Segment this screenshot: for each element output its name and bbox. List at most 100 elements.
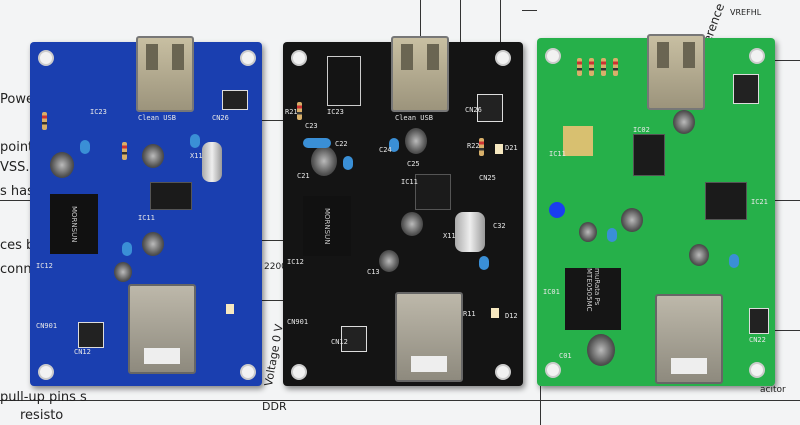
silkscreen-label: C01 bbox=[559, 352, 572, 360]
paper-text: acitor bbox=[760, 385, 786, 395]
mounting-hole bbox=[291, 364, 307, 380]
silkscreen-label: IC23 bbox=[90, 108, 107, 116]
silkscreen-label: CN901 bbox=[36, 322, 58, 330]
electrolytic-capacitor bbox=[405, 128, 427, 154]
resistor bbox=[42, 112, 47, 130]
resistor bbox=[589, 58, 594, 76]
mounting-hole bbox=[545, 362, 561, 378]
silkscreen-label: R21 bbox=[285, 108, 298, 116]
paper-text: pull-up pins s bbox=[0, 390, 87, 405]
ceramic-capacitor bbox=[122, 242, 132, 256]
electrolytic-capacitor bbox=[579, 222, 597, 242]
paper-text: ces b bbox=[0, 238, 35, 253]
silkscreen-label: C23 bbox=[305, 122, 318, 130]
electrolytic-capacitor bbox=[142, 232, 164, 256]
ceramic-capacitor bbox=[389, 138, 399, 152]
usb-b-connector bbox=[395, 292, 463, 382]
silkscreen-label: IC02 bbox=[633, 126, 650, 134]
silkscreen-label: Clean USB bbox=[138, 114, 176, 122]
blue-pcb-board: Clean USB IC23 CN26 X11 IC11 MORNSUN IC1… bbox=[30, 36, 262, 386]
ic-chip bbox=[415, 174, 451, 210]
usb-b-connector bbox=[655, 294, 723, 384]
usb-a-connector bbox=[136, 36, 194, 112]
silkscreen-label: IC12 bbox=[36, 262, 53, 270]
silkscreen-label: CN12 bbox=[74, 348, 91, 356]
silkscreen-label: IC11 bbox=[549, 150, 566, 158]
electrolytic-capacitor bbox=[689, 244, 709, 266]
electrolytic-capacitor bbox=[311, 146, 337, 176]
pin-header bbox=[749, 308, 769, 334]
led bbox=[226, 304, 234, 314]
electrolytic-capacitor bbox=[401, 212, 423, 236]
mounting-hole bbox=[749, 362, 765, 378]
silkscreen-label: CN22 bbox=[749, 336, 766, 344]
crystal bbox=[455, 212, 485, 252]
electrolytic-capacitor bbox=[621, 208, 643, 232]
silkscreen-label: IC23 bbox=[327, 108, 344, 116]
silkscreen-label: X11 bbox=[443, 232, 456, 240]
ceramic-capacitor bbox=[190, 134, 200, 148]
pin-header bbox=[477, 94, 503, 122]
resistor bbox=[601, 58, 606, 76]
silkscreen-label: C21 bbox=[297, 172, 310, 180]
mounting-hole bbox=[38, 364, 54, 380]
silkscreen-label: CN25 bbox=[479, 174, 496, 182]
silkscreen-label: IC11 bbox=[401, 178, 418, 186]
silkscreen-label: CN12 bbox=[331, 338, 348, 346]
silkscreen-label: C25 bbox=[407, 160, 420, 168]
voltage-regulator bbox=[633, 134, 665, 176]
resistor bbox=[613, 58, 618, 76]
silkscreen-label: CN26 bbox=[465, 106, 482, 114]
silkscreen-label: C22 bbox=[335, 140, 348, 148]
ic-footprint bbox=[327, 56, 361, 106]
electrolytic-capacitor bbox=[142, 144, 164, 168]
mounting-hole bbox=[38, 50, 54, 66]
ic-chip bbox=[705, 182, 747, 220]
ceramic-capacitor bbox=[303, 138, 331, 148]
electrolytic-capacitor bbox=[114, 262, 132, 282]
pin-header bbox=[78, 322, 104, 348]
ceramic-capacitor bbox=[80, 140, 90, 154]
paper-text: 2200 bbox=[264, 262, 287, 272]
silkscreen-label: D21 bbox=[505, 144, 518, 152]
paper-text: VREFHL bbox=[730, 8, 762, 17]
pin-header bbox=[222, 90, 248, 110]
transformer: MORNSUN bbox=[50, 194, 98, 254]
mounting-hole bbox=[545, 48, 561, 64]
ceramic-capacitor bbox=[729, 254, 739, 268]
blue-marker-dot bbox=[549, 202, 565, 218]
ceramic-capacitor bbox=[479, 256, 489, 270]
silkscreen-label: C24 bbox=[379, 146, 392, 154]
silkscreen-label: CN26 bbox=[212, 114, 229, 122]
silkscreen-label: R22 bbox=[467, 142, 480, 150]
usb-a-connector bbox=[391, 36, 449, 112]
electrolytic-capacitor bbox=[587, 334, 615, 366]
silkscreen-label: C13 bbox=[367, 268, 380, 276]
mounting-hole bbox=[495, 50, 511, 66]
electrolytic-capacitor bbox=[50, 152, 74, 178]
paper-text: conne bbox=[0, 262, 40, 277]
silkscreen-label: IC21 bbox=[751, 198, 768, 206]
silkscreen-label: CN901 bbox=[287, 318, 309, 326]
ceramic-capacitor bbox=[607, 228, 617, 242]
silkscreen-label: IC11 bbox=[138, 214, 155, 222]
paper-text: DDR bbox=[262, 400, 287, 413]
silkscreen-label: R11 bbox=[463, 310, 476, 318]
electrolytic-capacitor bbox=[379, 250, 399, 272]
resistor bbox=[479, 138, 484, 156]
transformer: muRata Ps MTE0505MC bbox=[565, 268, 621, 330]
resistor bbox=[122, 142, 127, 160]
silkscreen-label: C32 bbox=[493, 222, 506, 230]
led bbox=[491, 308, 499, 318]
ic-footprint bbox=[563, 126, 593, 156]
ceramic-capacitor bbox=[343, 156, 353, 170]
green-pcb-board: IC11 IC02 IC21 muRata Ps MTE0505MC IC01 … bbox=[537, 34, 775, 386]
silkscreen-label: D12 bbox=[505, 312, 518, 320]
mounting-hole bbox=[291, 50, 307, 66]
electrolytic-capacitor bbox=[673, 110, 695, 134]
usb-b-connector bbox=[128, 284, 196, 374]
resistor bbox=[297, 102, 302, 120]
silkscreen-label: X11 bbox=[190, 152, 203, 160]
mounting-hole bbox=[749, 48, 765, 64]
silkscreen-label: IC01 bbox=[543, 288, 560, 296]
